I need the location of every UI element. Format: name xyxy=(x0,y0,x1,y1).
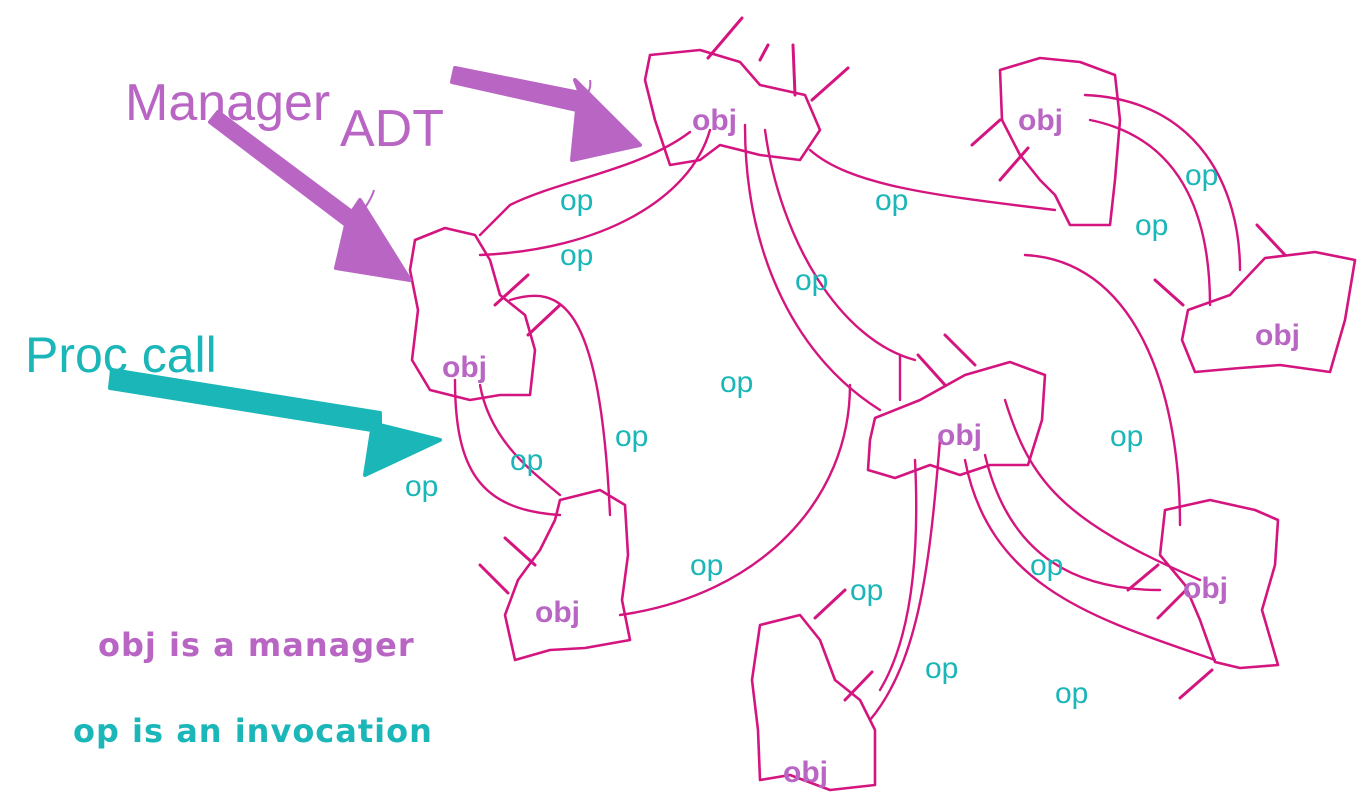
obj-blob-bottomleft xyxy=(503,488,632,662)
object-labels: obj obj obj obj obj obj obj obj xyxy=(442,104,1300,789)
obj-label-topright: obj xyxy=(1018,104,1063,137)
proc-call-callout: Proc call xyxy=(25,327,217,383)
tick-2 xyxy=(758,43,770,62)
link-left-inner-a xyxy=(453,378,562,517)
op-label-8: op xyxy=(615,420,648,453)
link-center-right-a xyxy=(983,453,1162,592)
tick-5 xyxy=(970,118,1002,147)
obj-blob-center xyxy=(866,360,1047,480)
op-label-14: op xyxy=(1030,549,1063,582)
tick-6 xyxy=(998,146,1030,182)
link-center-right-b xyxy=(963,458,1217,662)
op-label-13: op xyxy=(850,574,883,607)
link-topright-self-a xyxy=(1083,93,1242,272)
obj-label-bottomleft: obj xyxy=(535,596,580,629)
obj-blob-right xyxy=(1180,250,1357,374)
link-top-center-b xyxy=(763,128,917,362)
op-label-5: op xyxy=(1135,209,1168,242)
tick-8 xyxy=(1153,278,1185,307)
link-bottom-left-center xyxy=(618,383,852,617)
legend-op-line: op is an invocation xyxy=(73,712,433,750)
proc-call-arrow-icon xyxy=(108,368,442,477)
callout-labels: Manager ADT Proc call xyxy=(25,74,444,383)
link-right-sweep xyxy=(1023,253,1182,527)
op-label-16: op xyxy=(1055,677,1088,710)
op-label-10: op xyxy=(405,470,438,503)
obj-blob-topright xyxy=(998,56,1122,227)
obj-label-center: obj xyxy=(937,419,982,452)
tick-16 xyxy=(843,670,874,702)
adt-arrow-icon xyxy=(450,66,642,162)
tick-17 xyxy=(1126,563,1160,592)
op-label-1: op xyxy=(560,184,593,217)
manager-arrow-tick xyxy=(361,189,375,213)
callout-arrows xyxy=(108,66,642,477)
obj-label-right: obj xyxy=(1255,319,1300,352)
obj-label-bottomright: obj xyxy=(1183,572,1228,605)
link-topright-self-b xyxy=(1088,118,1212,307)
link-top-left-upper xyxy=(478,130,692,237)
link-center-up xyxy=(1003,398,1202,582)
op-label-12: op xyxy=(690,549,723,582)
op-label-11: op xyxy=(1110,420,1143,453)
tick-13 xyxy=(916,353,947,387)
obj-label-bottom: obj xyxy=(783,756,828,789)
tick-14 xyxy=(943,333,977,367)
link-center-down-a xyxy=(878,458,918,692)
op-label-7: op xyxy=(720,366,753,399)
tick-10 xyxy=(526,303,562,337)
tick-1 xyxy=(706,16,744,60)
link-left-inner-b xyxy=(478,383,562,497)
op-labels: op op op op op op op op op op op op op o… xyxy=(405,159,1218,710)
link-center-down-b xyxy=(868,438,942,722)
op-label-15: op xyxy=(925,652,958,685)
manager-arrow-icon xyxy=(208,110,412,282)
op-label-2: op xyxy=(560,239,593,272)
tick-19 xyxy=(1178,668,1214,700)
obj-label-top: obj xyxy=(692,104,737,137)
op-label-3: op xyxy=(875,184,908,217)
obj-label-left: obj xyxy=(442,351,487,384)
link-top-right xyxy=(808,148,1057,212)
op-label-6: op xyxy=(795,264,828,297)
tick-15 xyxy=(813,588,847,620)
manager-callout: Manager xyxy=(125,74,330,132)
tick-7 xyxy=(1255,223,1287,257)
adt-arrow-tick xyxy=(583,79,592,101)
adt-callout: ADT xyxy=(340,100,444,158)
tick-9 xyxy=(493,273,530,307)
obj-blob-bottom xyxy=(750,613,877,792)
tick-4 xyxy=(810,66,850,102)
legend: obj is a manager op is an invocation xyxy=(73,626,433,750)
obj-blob-top xyxy=(643,48,822,167)
tick-12 xyxy=(478,563,510,595)
tick-3 xyxy=(791,43,797,97)
tick-marks xyxy=(478,16,1287,702)
legend-obj-line: obj is a manager xyxy=(98,626,415,664)
tick-11 xyxy=(503,536,537,567)
link-left-down xyxy=(508,294,612,517)
obj-blob-left xyxy=(408,226,537,402)
invocation-links xyxy=(453,93,1242,722)
op-label-9: op xyxy=(510,444,543,477)
obj-blob-bottomright xyxy=(1158,498,1280,670)
object-blobs xyxy=(408,48,1357,792)
tick-18 xyxy=(1156,588,1188,620)
op-label-4: op xyxy=(1185,159,1218,192)
link-top-left-lower xyxy=(478,128,712,257)
